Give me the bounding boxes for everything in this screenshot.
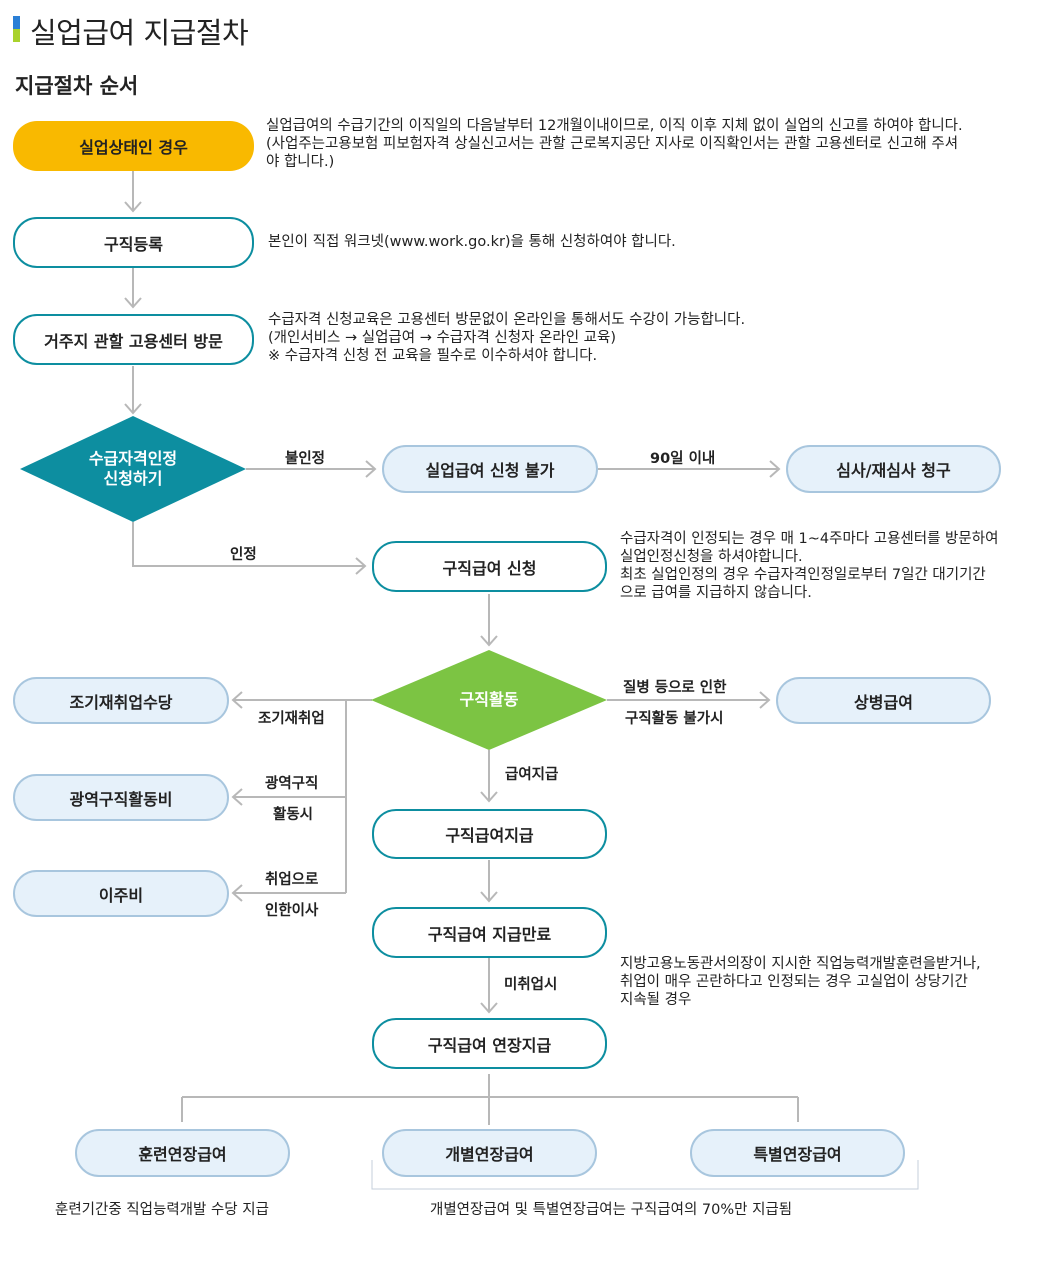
node-not-possible: 실업급여 신청 불가 xyxy=(382,445,598,493)
note-individual-special: 개별연장급여 및 특별연장급여는 구직급여의 70%만 지급됨 xyxy=(430,1202,793,1218)
note-visit-center-line2: (개인서비스 → 실업급여 → 수급자격 신청자 온라인 교육) xyxy=(268,330,617,346)
eligibility-diamond xyxy=(20,416,246,522)
note-unemployed: 실업급여의 수급기간의 이직일의 다음날부터 12개월이내이므로, 이직 이후 … xyxy=(266,117,1054,171)
node-training-extension: 훈련연장급여 xyxy=(75,1129,290,1177)
node-visit-center: 거주지 관할 고용센터 방문 xyxy=(13,314,254,365)
job-activity-diamond xyxy=(371,650,607,750)
node-job-activity: 구직활동 xyxy=(459,690,519,709)
edge-not-recognized: 불인정 xyxy=(285,451,326,467)
note-job-registration: 본인이 직접 워크넷(www.work.go.kr)을 통해 신청하여야 합니다… xyxy=(268,233,676,251)
node-wide-area-job: 광역구직활동비 xyxy=(13,774,229,821)
note-job-benefit-end-line3: 지속될 경우 xyxy=(620,992,692,1008)
edge-wide-line2: 활동시 xyxy=(273,807,314,823)
edge-early-reemployment: 조기재취업 xyxy=(258,711,325,727)
note-unemployed-line2: (사업주는고용보험 피보험자격 상실신고서는 관할 근로복지공단 지사로 이직확… xyxy=(266,136,959,152)
note-job-benefit-apply-line4: 으로 급여를 지급하지 않습니다. xyxy=(620,585,812,601)
node-eligibility: 수급자격인정 신청하기 xyxy=(40,440,226,498)
page-title: 실업급여 지급절차 xyxy=(30,16,249,50)
note-visit-center-line1: 수급자격 신청교육은 고용센터 방문없이 온라인을 통해서도 수강이 가능합니다… xyxy=(268,312,746,328)
note-job-benefit-apply-line1: 수급자격이 인정되는 경우 매 1~4주마다 고용센터를 방문하여 xyxy=(620,531,999,547)
node-moving-cost: 이주비 xyxy=(13,870,229,917)
note-job-registration-line1: 본인이 직접 워크넷(www.work.go.kr)을 통해 신청하여야 합니다… xyxy=(268,234,676,250)
node-job-benefit-pay: 구직급여지급 xyxy=(372,809,607,859)
edge-sick-line2: 구직활동 불가시 xyxy=(625,711,724,727)
note-unemployed-line3: 야 합니다.) xyxy=(266,154,335,170)
note-unemployed-line1: 실업급여의 수급기간의 이직일의 다음날부터 12개월이내이므로, 이직 이후 … xyxy=(266,118,963,134)
edge-wide-line1: 광역구직 xyxy=(265,776,319,792)
node-unemployed: 실업상태인 경우 xyxy=(13,121,254,171)
note-job-benefit-end: 지방고용노동관서의장이 지시한 직업능력개발훈련을받거나, 취업이 매우 곤란하… xyxy=(620,955,1054,1009)
note-job-benefit-apply-line2: 실업인정신청을 하셔야합니다. xyxy=(620,549,803,565)
note-training-extension: 훈련기간중 직업능력개발 수당 지급 xyxy=(55,1202,269,1218)
node-job-benefit-apply: 구직급여 신청 xyxy=(372,541,607,592)
edge-unemployed-continue: 미취업시 xyxy=(504,977,558,993)
node-appeal: 심사/재심사 청구 xyxy=(786,445,1001,493)
note-job-benefit-apply-line3: 최초 실업인정의 경우 수급자격인정일로부터 7일간 대기기간 xyxy=(620,567,986,583)
section-title: 지급절차 순서 xyxy=(15,74,139,98)
edge-recognized: 인정 xyxy=(230,547,257,563)
note-visit-center-line3: ※ 수급자격 신청 전 교육을 필수로 이수하셔야 합니다. xyxy=(268,348,598,364)
edge-move-line1: 취업으로 xyxy=(265,872,319,888)
node-individual-extension: 개별연장급여 xyxy=(382,1129,597,1177)
title-marker-icon xyxy=(13,16,20,42)
node-job-registration: 구직등록 xyxy=(13,217,254,268)
node-job-benefit-end: 구직급여 지급만료 xyxy=(372,907,607,958)
edge-move-line2: 인한이사 xyxy=(265,903,319,919)
node-special-extension: 특별연장급여 xyxy=(690,1129,905,1177)
eligibility-label-line1: 수급자격인정 xyxy=(88,449,178,468)
note-job-benefit-end-line2: 취업이 매우 곤란하다고 인정되는 경우 고실업이 상당기간 xyxy=(620,974,968,990)
edge-payment: 급여지급 xyxy=(505,767,559,783)
note-job-benefit-end-line1: 지방고용노동관서의장이 지시한 직업능력개발훈련을받거나, xyxy=(620,956,981,972)
edge-sick-line1: 질병 등으로 인한 xyxy=(623,680,727,696)
node-early-reemployment: 조기재취업수당 xyxy=(13,677,229,724)
node-job-benefit-extend: 구직급여 연장지급 xyxy=(372,1018,607,1069)
note-visit-center: 수급자격 신청교육은 고용센터 방문없이 온라인을 통해서도 수강이 가능합니다… xyxy=(268,311,745,365)
eligibility-label-line2: 신청하기 xyxy=(103,469,163,488)
edge-within-90-days: 90일 이내 xyxy=(650,451,716,467)
note-job-benefit-apply: 수급자격이 인정되는 경우 매 1~4주마다 고용센터를 방문하여 실업인정신청… xyxy=(620,530,1054,602)
node-sickness-benefit: 상병급여 xyxy=(776,677,991,724)
